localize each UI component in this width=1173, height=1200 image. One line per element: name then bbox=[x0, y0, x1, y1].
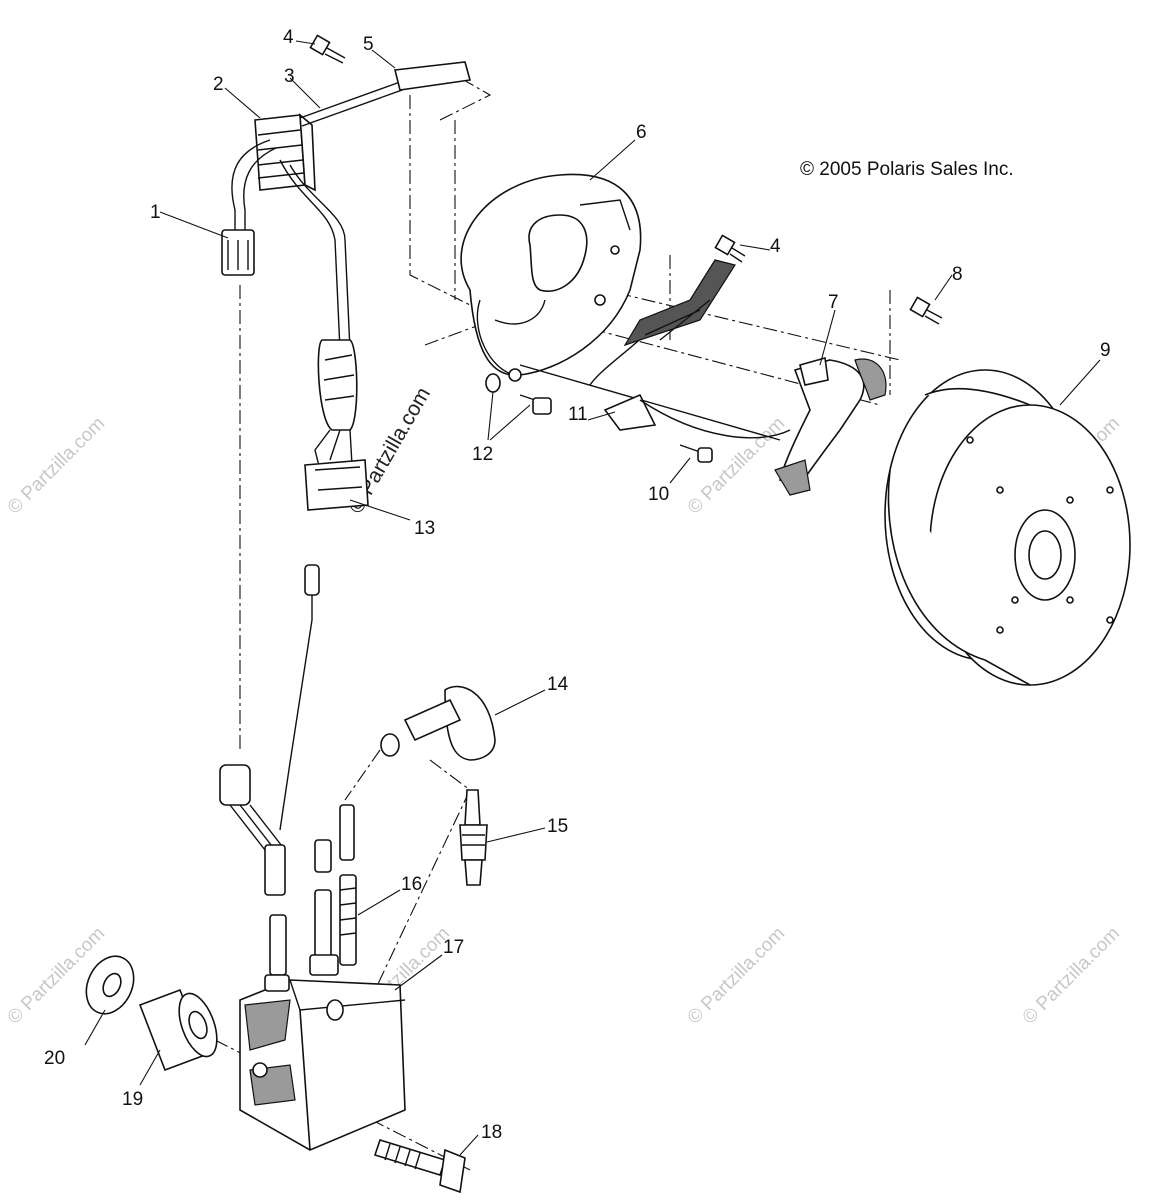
bolt bbox=[373, 1139, 466, 1194]
callout-label: 7 bbox=[828, 292, 839, 313]
spark-plug-cap bbox=[344, 685, 496, 801]
callout-label: 20 bbox=[44, 1048, 65, 1069]
flywheel bbox=[884, 369, 1131, 686]
screw-small bbox=[909, 296, 943, 325]
callout-label: 6 bbox=[636, 122, 647, 143]
washer-screw bbox=[485, 373, 552, 415]
pickup-trigger bbox=[774, 356, 887, 496]
screw-small bbox=[309, 34, 346, 64]
callout-label: 4 bbox=[770, 236, 781, 257]
callout-label: 3 bbox=[284, 66, 295, 87]
copyright-text: © 2005 Polaris Sales Inc. bbox=[800, 159, 1014, 180]
stator-plate bbox=[460, 173, 642, 382]
callout-label: 9 bbox=[1100, 340, 1111, 361]
callout-label: 8 bbox=[952, 264, 963, 285]
callout-label: 18 bbox=[481, 1122, 502, 1143]
callout-label: 19 bbox=[122, 1089, 143, 1110]
callout-label: 10 bbox=[648, 484, 669, 505]
stator-coil bbox=[519, 259, 791, 441]
callouts: 1 2 3 4 5 6 4 8 7 9 12 11 10 13 14 15 16… bbox=[44, 27, 1111, 1143]
ignition-coil bbox=[239, 954, 406, 1151]
screw-small bbox=[714, 234, 746, 263]
callout-label: 1 bbox=[150, 202, 161, 223]
callout-label: 15 bbox=[547, 816, 568, 837]
callout-label: 2 bbox=[213, 74, 224, 95]
watermark: © Partzilla.com bbox=[1019, 923, 1124, 1028]
washer bbox=[85, 955, 135, 1015]
callout-label: 17 bbox=[443, 937, 464, 958]
regulator-assembly bbox=[231, 61, 472, 351]
callout-label: 5 bbox=[363, 34, 374, 55]
screw-10 bbox=[679, 444, 713, 463]
bushing bbox=[138, 988, 218, 1072]
watermark: © Partzilla.com bbox=[4, 413, 109, 518]
callout-label: 12 bbox=[472, 444, 493, 465]
callout-label: 13 bbox=[414, 518, 435, 539]
callout-label: 4 bbox=[283, 27, 294, 48]
spark-plug bbox=[459, 789, 488, 886]
connector-plug bbox=[221, 229, 255, 276]
watermark: © Partzilla.com bbox=[684, 923, 789, 1028]
harness-connector bbox=[304, 339, 369, 511]
callout-label: 11 bbox=[568, 404, 588, 425]
leader-lines bbox=[84, 40, 1101, 1156]
callout-label: 14 bbox=[547, 674, 569, 695]
coil-leads bbox=[219, 564, 357, 976]
callout-label: 16 bbox=[401, 874, 422, 895]
